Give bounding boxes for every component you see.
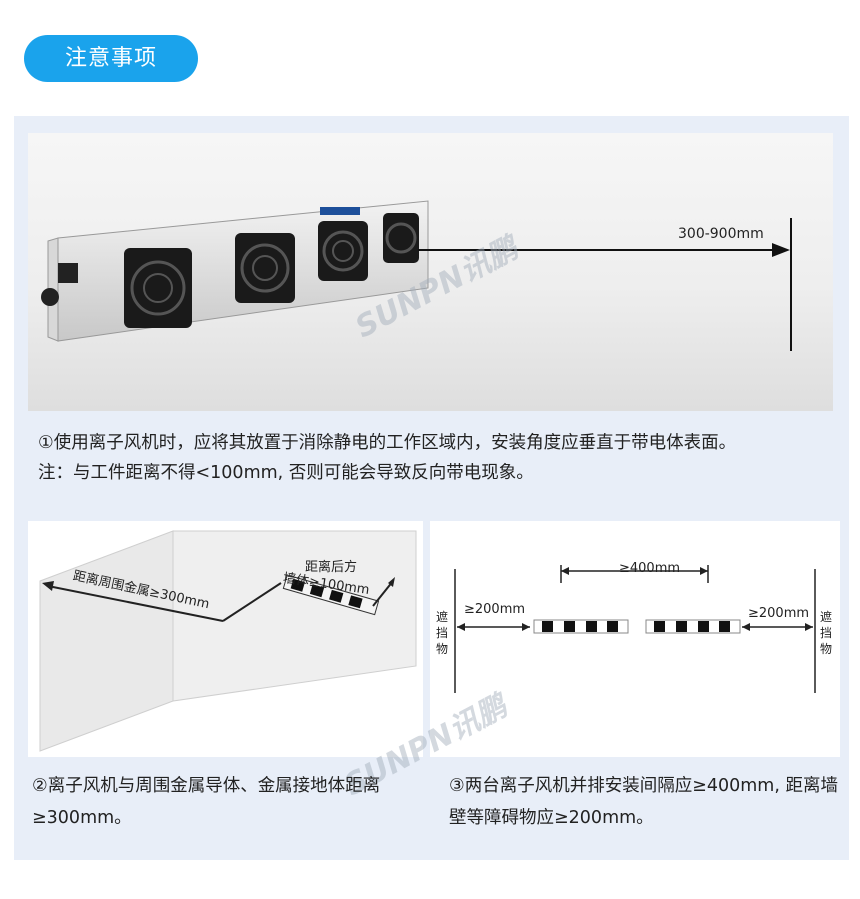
note-1: ①使用离子风机时，应将其放置于消除静电的工作区域内，安装角度应垂直于带电体表面。… xyxy=(38,428,736,488)
note-1-line1: ①使用离子风机时，应将其放置于消除静电的工作区域内，安装角度应垂直于带电体表面。 xyxy=(38,433,737,453)
ionizer-photo: 300-900mm SUNPN讯鹏 xyxy=(28,133,833,411)
fan-icon xyxy=(235,233,295,303)
fan-icon xyxy=(124,248,192,328)
ionizer-bar xyxy=(282,574,380,616)
left-distance-label: ≥200mm xyxy=(464,602,526,617)
ionizer-unit-1 xyxy=(533,619,629,634)
right-distance-label: ≥200mm xyxy=(748,606,810,621)
ionizer-illustration xyxy=(41,200,792,351)
spacing-diagram xyxy=(454,565,816,693)
note-1-line2: 注：与工件距离不得<100mm, 否则可能会导致反向带电现象。 xyxy=(38,463,534,483)
right-figure: ≥400mm ≥200mm ≥200mm 遮挡物 遮挡物 SUNPN讯鹏 xyxy=(339,521,840,803)
fan-icon xyxy=(318,221,368,281)
between-distance-label: ≥400mm xyxy=(619,561,681,576)
back-distance-label-1: 距离后方 xyxy=(305,560,358,575)
distance-label: 300-900mm xyxy=(678,226,764,242)
section-title: 注意事项 xyxy=(24,35,198,82)
note-2: ②离子风机与周围金属导体、金属接地体距离≥300mm。 xyxy=(32,776,381,828)
note-3: ③两台离子风机并排安装间隔应≥400mm, 距离墙壁等障碍物应≥200mm。 xyxy=(449,776,838,828)
left-obstacle-label: 遮挡物 xyxy=(435,610,448,656)
ionizer-unit-2 xyxy=(645,619,741,634)
right-obstacle-label: 遮挡物 xyxy=(819,610,832,656)
left-figure: 距离周围金属≥300mm 距离后方 墙体≥100mm xyxy=(28,521,423,757)
fan-icon xyxy=(383,213,419,263)
wall-illustration xyxy=(39,530,417,752)
